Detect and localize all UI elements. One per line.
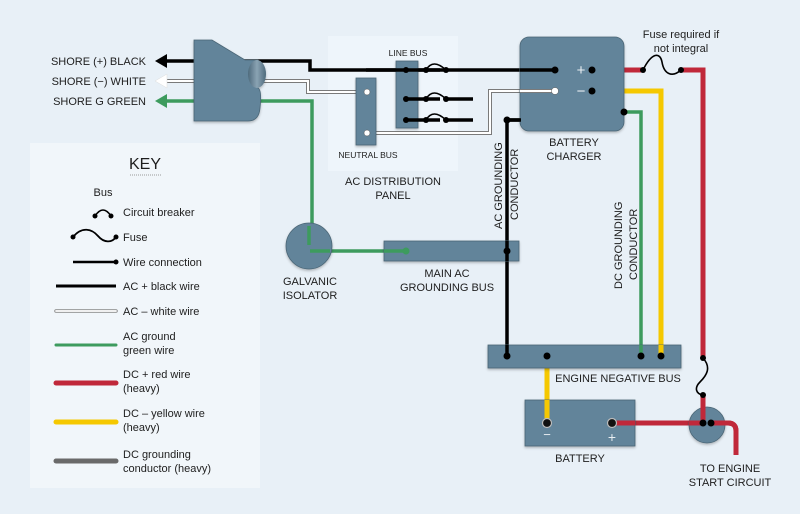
fuse-to-starter-red-wire bbox=[681, 67, 706, 358]
key-ac-green-label-1: AC ground bbox=[123, 331, 176, 343]
fuse-note-line2: not integral bbox=[654, 43, 708, 55]
battery-label: BATTERY bbox=[555, 453, 605, 465]
ac-panel-title-line2: PANEL bbox=[375, 190, 410, 202]
key-fuse-label: Fuse bbox=[123, 232, 147, 244]
key-dc-yellow-label-1: DC – yellow wire bbox=[123, 408, 205, 420]
key-ac-black-label: AC + black wire bbox=[123, 281, 200, 293]
breaker-output-wires bbox=[446, 97, 473, 122]
ac-panel-title-line1: AC DISTRIBUTION bbox=[345, 176, 441, 188]
key-wire-connection-icon bbox=[73, 259, 119, 265]
circuit-breaker-1[interactable] bbox=[423, 63, 449, 73]
charger-title-line1: BATTERY bbox=[549, 137, 599, 149]
key-wire-connection-label: Wire connection bbox=[123, 257, 202, 269]
battery-plus-label: + bbox=[608, 429, 616, 445]
line-bus bbox=[395, 60, 419, 129]
ac-grounding-conductor-line1: AC GROUNDING bbox=[493, 142, 505, 229]
engine-negative-bus-label: ENGINE NEGATIVE BUS bbox=[555, 373, 681, 385]
charger-fuse[interactable] bbox=[640, 54, 684, 75]
key-dc-ground-label-1: DC grounding bbox=[123, 449, 191, 461]
key-box bbox=[30, 143, 260, 488]
key-ac-white-label: AC – white wire bbox=[123, 306, 199, 318]
key-title: KEY bbox=[129, 156, 161, 173]
engine-negative-bus bbox=[487, 344, 682, 369]
galvanic-isolator-line2: ISOLATOR bbox=[283, 290, 338, 302]
key-legend: KEY Bus Circuit breaker Fuse Wire connec… bbox=[53, 156, 211, 475]
battery-charger[interactable] bbox=[519, 36, 625, 132]
charger-minus-label: − bbox=[577, 83, 586, 100]
shore-black-label: SHORE (+) BLACK bbox=[51, 56, 147, 68]
charger-title-line2: CHARGER bbox=[546, 151, 601, 163]
galvanic-isolator-line1: GALVANIC bbox=[283, 276, 337, 288]
key-ac-green-label-2: green wire bbox=[123, 345, 174, 357]
key-fuse-icon bbox=[70, 228, 119, 243]
battery-positive-terminal bbox=[606, 417, 618, 429]
arrow-icon bbox=[155, 94, 167, 108]
main-ac-bus-line1: MAIN AC bbox=[424, 268, 469, 280]
dc-grounding-conductor-line1: DC GROUNDING bbox=[613, 202, 625, 289]
shore-green-label: SHORE G GREEN bbox=[53, 96, 146, 108]
key-dc-red-label-2: (heavy) bbox=[123, 383, 160, 395]
neutral-bus-connections bbox=[363, 88, 371, 137]
neutral-bus-label: NEUTRAL BUS bbox=[338, 150, 398, 160]
ac-grounding-conductor-line2: CONDUCTOR bbox=[509, 149, 521, 220]
dc-grounding-conductor-line2: CONDUCTOR bbox=[628, 209, 640, 280]
arrow-icon bbox=[155, 54, 167, 68]
line-bus-label: LINE BUS bbox=[389, 48, 428, 58]
shore-white-label: SHORE (−) WHITE bbox=[52, 76, 146, 88]
ac-panel-background bbox=[328, 36, 458, 171]
arrow-icon bbox=[154, 73, 168, 89]
fuse-note-line1: Fuse required if bbox=[643, 29, 720, 41]
shore-power-plug[interactable] bbox=[193, 39, 266, 122]
circuit-breaker-3[interactable] bbox=[423, 113, 449, 123]
starter-fuse[interactable] bbox=[695, 355, 709, 398]
key-dc-ground-label-2: conductor (heavy) bbox=[123, 463, 211, 475]
engine-start-line1: TO ENGINE bbox=[700, 463, 760, 475]
galvanic-isolator[interactable] bbox=[285, 222, 333, 270]
engine-start-line2: START CIRCUIT bbox=[689, 477, 772, 489]
circuit-breaker-2[interactable] bbox=[423, 92, 449, 102]
charger-plus-label: + bbox=[577, 62, 586, 79]
dc-grounding-conductor-wire bbox=[624, 110, 643, 354]
key-bus-label: Bus bbox=[94, 187, 113, 199]
key-dc-yellow-label-2: (heavy) bbox=[123, 422, 160, 434]
key-dc-red-label-1: DC + red wire bbox=[123, 369, 191, 381]
battery-negative-terminal bbox=[541, 417, 553, 429]
battery-minus-label: − bbox=[543, 427, 551, 442]
key-circuit-breaker-icon bbox=[92, 209, 114, 219]
key-circuit-breaker-label: Circuit breaker bbox=[123, 207, 195, 219]
main-ac-bus-line2: GROUNDING BUS bbox=[400, 282, 494, 294]
neutral-bus bbox=[355, 77, 377, 146]
line-bus-connections bbox=[403, 67, 409, 123]
